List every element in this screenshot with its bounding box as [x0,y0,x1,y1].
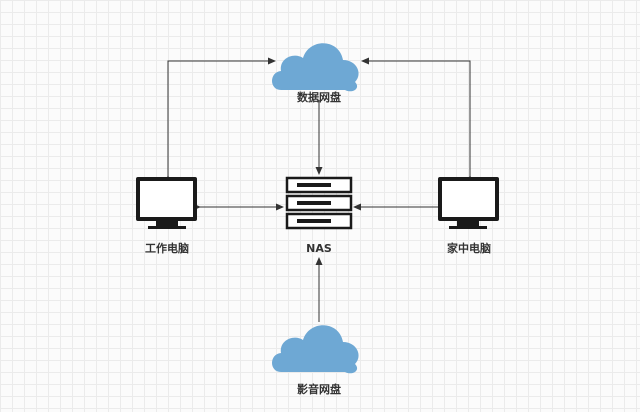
cloud-data-node: 数据网盘 [272,43,359,104]
arrow-work-pc-cloud-data [164,57,276,183]
monitor-icon [438,177,499,229]
cloud-media-label: 影音网盘 [297,382,341,396]
cloud-data-label: 数据网盘 [297,90,341,104]
home-pc-label: 家中电脑 [447,241,491,255]
cloud-icon [272,43,359,92]
home-pc-node: 家中电脑 [438,177,499,255]
cloud-icon [272,325,359,374]
nas-node: NAS [285,176,353,255]
arrow-home-pc-cloud-data [361,57,474,183]
cloud-media-node: 影音网盘 [272,325,359,396]
monitor-icon [136,177,197,229]
work-pc-label: 工作电脑 [145,241,189,255]
server-rack-icon [285,176,353,230]
nas-label: NAS [306,242,332,255]
work-pc-node: 工作电脑 [136,177,197,255]
connectors [164,57,474,322]
